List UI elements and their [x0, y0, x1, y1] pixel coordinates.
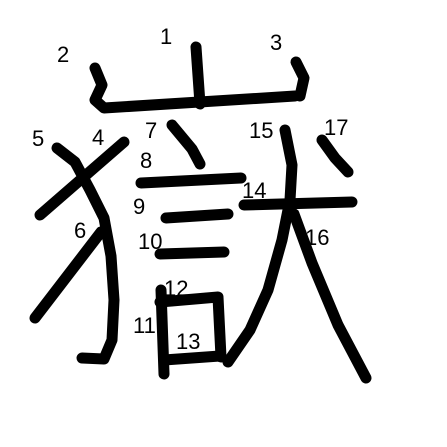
stroke-3: [290, 56, 310, 102]
stroke-5: [51, 142, 120, 365]
stroke-number-17: 17: [324, 115, 348, 140]
stroke-8: [135, 172, 247, 189]
stroke-number-8: 8: [140, 148, 152, 173]
stroke-15: [222, 124, 298, 368]
stroke-7: [166, 119, 206, 170]
stroke-14: [238, 196, 358, 211]
stroke-number-1: 1: [160, 24, 172, 49]
stroke-2: [89, 62, 301, 114]
stroke-13: [158, 350, 226, 366]
stroke-number-16: 16: [305, 225, 329, 250]
stroke-6: [29, 226, 107, 324]
stroke-number-2: 2: [57, 42, 69, 67]
stroke-order-labels: 1 2 3 4 5 6 7 8 9 10 11 12 13 14 15 16 1…: [32, 24, 348, 354]
stroke-10: [154, 246, 230, 260]
stroke-number-12: 12: [164, 276, 188, 301]
stroke-number-10: 10: [138, 229, 162, 254]
character-strokes: [29, 41, 372, 384]
stroke-number-14: 14: [242, 178, 266, 203]
stroke-16: [288, 208, 372, 384]
stroke-12: [154, 291, 227, 363]
stroke-number-4: 4: [92, 125, 104, 150]
stroke-number-15: 15: [249, 118, 273, 143]
stroke-number-11: 11: [133, 313, 156, 338]
stroke-number-5: 5: [32, 126, 44, 151]
stroke-1: [190, 41, 206, 110]
stroke-9: [160, 208, 234, 224]
stroke-number-13: 13: [176, 329, 200, 354]
stroke-number-9: 9: [133, 194, 145, 219]
stroke-number-6: 6: [74, 218, 86, 243]
stroke-number-7: 7: [145, 118, 157, 143]
stroke-number-3: 3: [270, 30, 282, 55]
stroke-17: [316, 134, 354, 178]
